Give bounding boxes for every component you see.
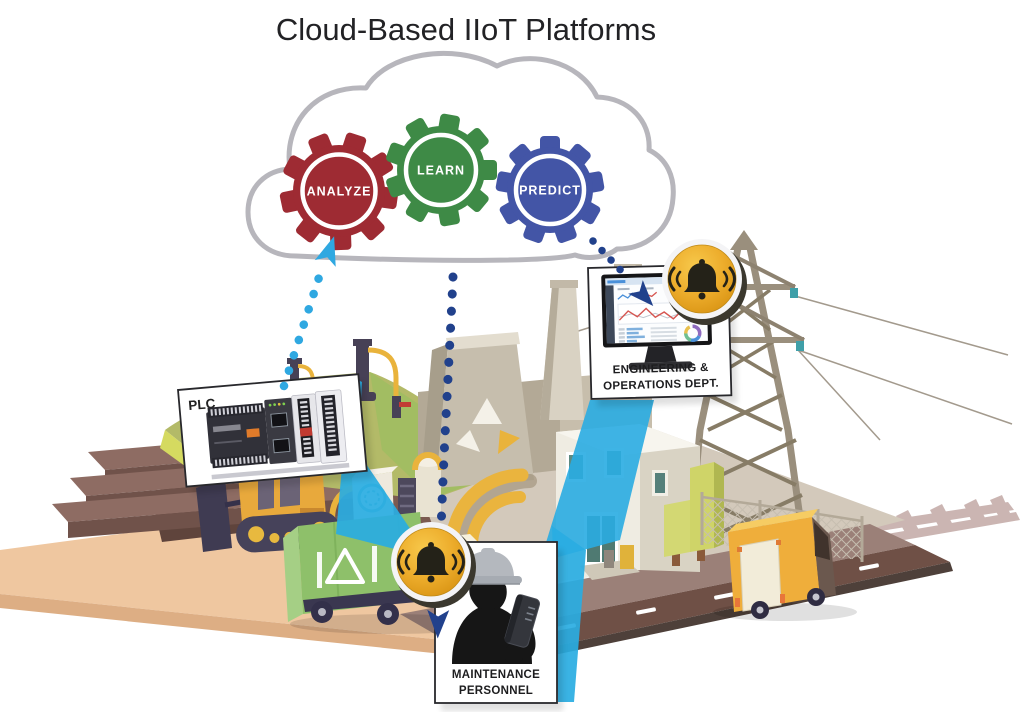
gear-learn-label: LEARN <box>417 164 465 178</box>
diagram-title: Cloud-Based IIoT Platforms <box>276 12 656 47</box>
factory-buildings <box>329 264 652 560</box>
arrow-cloud-to-engineering <box>589 237 654 306</box>
projection-beam-engineering <box>540 400 654 562</box>
engineering-label-line1: ENGINEERING & <box>613 362 709 377</box>
gear-inner-ring <box>513 153 587 227</box>
alert-bell-badge-maintenance <box>391 522 476 608</box>
plc-hardware <box>206 389 350 480</box>
maintenance-callout: MAINTENANCE PERSONNEL <box>434 541 563 711</box>
arrowhead-down-icon <box>427 609 450 639</box>
engineering-label-line2: OPERATIONS DEPT. <box>603 378 719 393</box>
gear-inner-ring <box>403 132 479 208</box>
bell-alert-icon <box>668 259 736 300</box>
arrowhead-down-right-icon <box>628 280 654 306</box>
arrowhead-up-icon <box>314 236 336 267</box>
arrow-plc-to-cloud <box>279 236 336 391</box>
maintenance-label-line2: PERSONNEL <box>459 685 533 697</box>
worker-silhouette <box>452 548 541 664</box>
gear-predict-label: PREDICT <box>519 184 581 198</box>
recycle-emblem <box>456 398 520 454</box>
plc-callout: PLC <box>177 373 374 495</box>
bell-alert-icon <box>397 542 465 583</box>
gear-analyze: ANALYZE <box>279 132 399 251</box>
delivery-van <box>713 509 857 621</box>
tablet-device <box>504 594 541 648</box>
gear-learn: LEARN <box>386 113 497 227</box>
smokestack-left <box>540 280 584 420</box>
donut-chart <box>683 324 702 343</box>
storage-tank <box>412 452 444 517</box>
maintenance-label-line1: MAINTENANCE <box>452 669 540 681</box>
gear-predict: PREDICT <box>495 136 605 244</box>
alert-bell-badge-engineering <box>662 239 747 325</box>
gear-inner-ring <box>300 152 378 230</box>
gear-analyze-label: ANALYZE <box>307 185 372 199</box>
